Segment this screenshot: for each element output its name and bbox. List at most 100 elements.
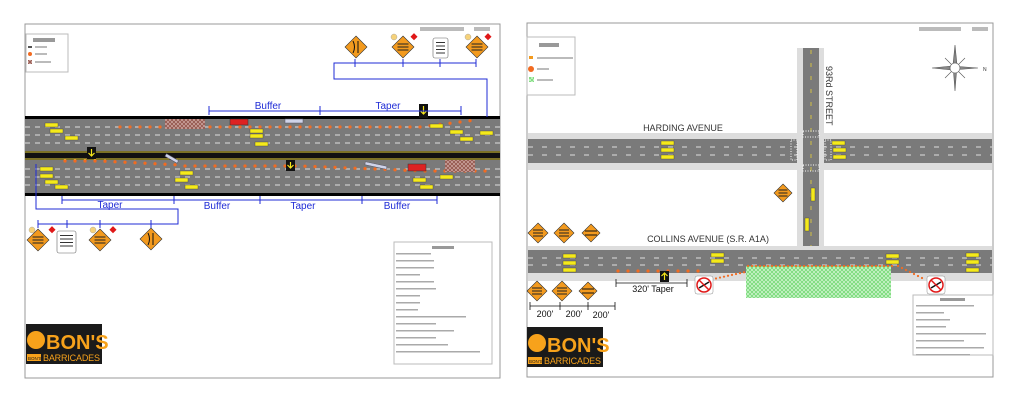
cone — [802, 264, 806, 268]
notes-line — [396, 351, 480, 353]
cone — [838, 264, 842, 268]
cone — [886, 264, 890, 268]
cone — [814, 264, 818, 268]
logo-subtitle: BARRICADES — [43, 353, 100, 363]
cone — [173, 163, 177, 167]
warning-light-icon — [89, 226, 97, 234]
left-notes-box — [393, 241, 493, 365]
vehicle — [39, 166, 54, 172]
vehicle — [64, 135, 79, 141]
cone — [253, 164, 257, 168]
cone — [822, 264, 826, 268]
cone — [238, 125, 242, 129]
cone — [258, 125, 262, 129]
cone — [343, 166, 347, 170]
cone — [746, 264, 750, 268]
cone — [218, 125, 222, 129]
cone — [373, 167, 377, 171]
cone — [288, 125, 292, 129]
cone — [794, 264, 798, 268]
cone — [656, 269, 660, 273]
cone — [862, 264, 866, 268]
lane-ends-sign — [344, 35, 368, 59]
cone — [193, 164, 197, 168]
merge-sign — [56, 230, 77, 254]
road-work-ahead-sign — [526, 280, 548, 302]
warning-light-icon — [28, 226, 36, 234]
vehicle — [419, 184, 434, 190]
right-legend — [526, 36, 576, 96]
no-parking-sign — [926, 275, 946, 295]
cone — [283, 164, 287, 168]
label-buffer-top: Buffer — [255, 101, 282, 112]
notes-heading — [432, 246, 454, 249]
cone — [243, 164, 247, 168]
notes-line — [916, 340, 964, 342]
cone — [762, 264, 766, 268]
cone — [93, 159, 97, 163]
cone — [143, 161, 147, 165]
notes-heading — [940, 298, 965, 301]
trailer-top — [284, 118, 304, 124]
vehicle — [831, 140, 846, 146]
vehicle — [804, 217, 810, 232]
cone — [916, 274, 920, 278]
vehicle — [449, 129, 464, 135]
cone — [826, 264, 830, 268]
lane-ends-sign — [139, 227, 163, 251]
logo-emblem-icon — [27, 331, 45, 349]
logo-subtitle: BARRICADES — [544, 356, 601, 366]
lane-closed-sign — [553, 222, 575, 244]
left-traffic — [39, 122, 494, 190]
notes-line — [396, 302, 420, 304]
logo-badge — [528, 357, 542, 364]
cone — [766, 264, 770, 268]
no-parking-sign — [694, 275, 714, 295]
cone — [842, 264, 846, 268]
cone — [123, 160, 127, 164]
notes-line — [396, 267, 434, 269]
cone — [133, 161, 137, 165]
cone — [118, 125, 122, 129]
notes-line — [916, 319, 950, 321]
work-truck-bottom — [407, 163, 427, 172]
notes-line — [396, 337, 436, 339]
cone — [273, 164, 277, 168]
label-taper-bottom-2: Taper — [290, 201, 316, 212]
cone — [158, 125, 162, 129]
taper-length-label: 320' Taper — [632, 284, 674, 294]
cone — [718, 276, 722, 279]
work-area-top — [165, 119, 205, 129]
vehicle — [459, 136, 474, 142]
cone — [228, 125, 232, 129]
cone — [636, 269, 640, 273]
vehicle — [885, 253, 900, 259]
notes-line — [396, 281, 434, 283]
vehicle — [810, 187, 816, 202]
right-plan: HARDING AVENUE 93Rd STREET COLLINS AVENU… — [526, 22, 994, 378]
vehicle — [965, 252, 980, 258]
vehicle — [49, 128, 64, 134]
cone — [616, 269, 620, 273]
vehicle — [179, 170, 194, 176]
cone — [433, 169, 437, 173]
right-cone-line — [616, 264, 924, 284]
street-label-harding: HARDING AVENUE — [643, 123, 723, 133]
top-dimension-lines — [208, 59, 488, 117]
notes-line — [916, 326, 946, 328]
cone — [904, 268, 908, 272]
road-work-ahead-sign — [465, 35, 489, 59]
cone — [408, 125, 412, 129]
spacing-label-2: 200' — [566, 309, 583, 319]
vehicle — [439, 174, 454, 180]
cone — [128, 125, 132, 129]
lane-shift-sign — [578, 281, 598, 301]
left-legend — [25, 33, 69, 73]
spacing-label-3: 200' — [593, 310, 610, 320]
vehicle — [44, 179, 59, 185]
cone — [854, 264, 858, 268]
cone — [363, 167, 367, 171]
cone — [722, 275, 726, 278]
road-work-ahead-sign — [773, 183, 793, 203]
cone — [850, 264, 854, 268]
